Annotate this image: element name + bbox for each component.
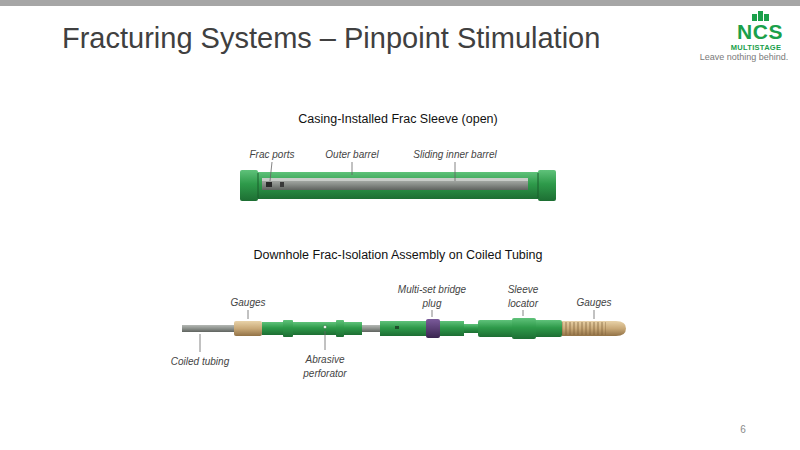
frac-sleeve <box>240 170 556 201</box>
logo-icon <box>752 11 769 21</box>
tagline: Leave nothing behind. <box>694 52 794 62</box>
figure-heading: Downhole Frac-Isolation Assembly on Coil… <box>188 248 608 262</box>
part-label: Coiled tubing <box>160 355 240 369</box>
part-label: Abrasive perforator <box>293 353 357 380</box>
part-label: Gauges <box>218 296 278 310</box>
leader-lines <box>270 162 455 181</box>
part-label: Frac ports <box>237 148 307 162</box>
figure-heading: Casing-Installed Frac Sleeve (open) <box>218 112 578 126</box>
leader-lines <box>200 310 594 352</box>
frac-isolation-assembly <box>182 318 626 339</box>
top-bar <box>0 0 800 6</box>
logo-text: NCS <box>725 20 795 44</box>
part-label: Multi-set bridge plug <box>397 283 467 310</box>
part-label: Gauges <box>564 296 624 310</box>
slide-title: Fracturing Systems – Pinpoint Stimulatio… <box>62 22 722 55</box>
part-label: Sliding inner barrel <box>395 148 515 162</box>
logo-text: MULTISTAGE <box>716 43 796 52</box>
page-number: 6 <box>728 424 758 435</box>
part-label: Sleeve locator <box>493 283 553 310</box>
part-label: Outer barrel <box>312 148 392 162</box>
